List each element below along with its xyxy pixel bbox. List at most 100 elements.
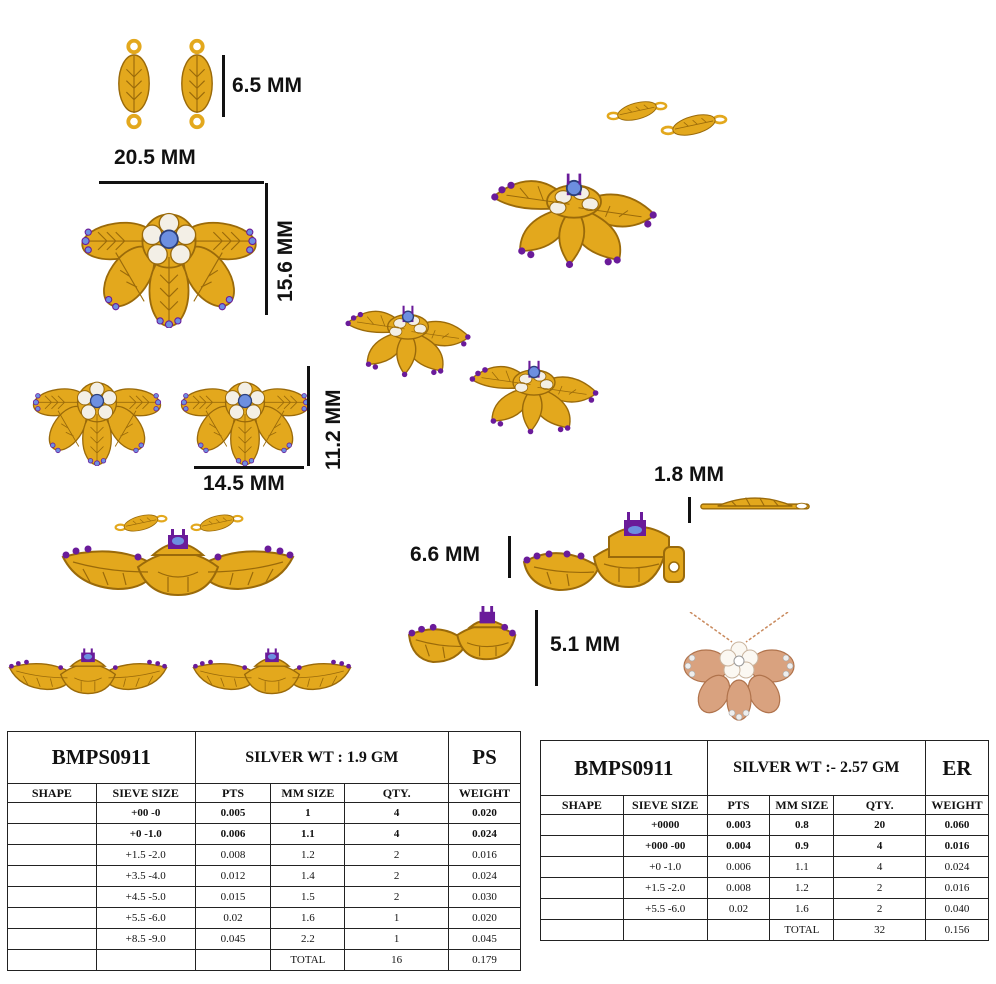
flower-perspective-large-image: [484, 160, 664, 270]
table-cell: 0.045: [448, 928, 521, 950]
table-cell: [540, 835, 624, 857]
table-cell: 0.156: [924, 919, 990, 941]
table-cell: 0.006: [194, 823, 272, 845]
leaf-perspective-right-image: [660, 104, 728, 146]
flower-side-view-large-image: [58, 526, 298, 598]
table-cell: 0.016: [448, 844, 521, 866]
dim-line-6-6: [508, 536, 511, 578]
table-er-header-cell: PTS: [706, 795, 771, 815]
flower-side-view-small-left-image: [6, 640, 170, 702]
table-cell: 1: [344, 907, 450, 929]
table-cell: 0.030: [448, 886, 521, 908]
table-cell: 2.2: [270, 928, 346, 950]
table-cell: 20: [833, 814, 926, 836]
table-cell: +4.5 -5.0: [95, 886, 196, 908]
table-cell: 2: [833, 877, 926, 899]
table-cell: [540, 898, 624, 920]
table-cell: [7, 865, 97, 887]
flower-half-side-view-image: [518, 512, 690, 592]
table-er-header-cell: QTY.: [833, 795, 926, 815]
table-cell: 0.008: [706, 877, 771, 899]
table-ps-header-cell: PTS: [194, 783, 272, 803]
table-cell: [7, 907, 97, 929]
table-cell: +0 -1.0: [622, 856, 708, 878]
leaf-flat-side-image: [696, 492, 814, 520]
table-cell: 0.024: [448, 865, 521, 887]
table-ps-header-row: SHAPE SIEVE SIZE PTS MM SIZE QTY. WEIGHT: [7, 783, 521, 803]
dim-line-6-5: [222, 55, 225, 117]
table-cell: [95, 949, 196, 971]
flower-side-view-small-right-image: [190, 640, 354, 702]
table-cell: 2: [833, 898, 926, 920]
table-cell: TOTAL: [270, 949, 346, 971]
dim-6-5-label: 6.5 MM: [232, 74, 303, 97]
table-cell: 4: [833, 835, 926, 857]
table-cell: 0.016: [924, 877, 990, 899]
table-er-header-cell: WEIGHT: [924, 795, 990, 815]
table-cell: 0.060: [924, 814, 990, 836]
pendant-render-image: [683, 612, 795, 721]
table-cell: 0.006: [706, 856, 771, 878]
table-cell: 0.012: [194, 865, 272, 887]
table-ps-product-type: PS: [448, 731, 521, 784]
table-cell: +0000: [622, 814, 708, 836]
leaf-drop-right-image: [178, 38, 216, 130]
dim-line-5-1: [535, 610, 538, 686]
table-er-header-row: SHAPE SIEVE SIZE PTS MM SIZE QTY. WEIGHT: [540, 795, 990, 815]
table-cell: [7, 949, 97, 971]
stone-table-ps: BMPS0911 SILVER WT : 1.9 GM PS SHAPE SIE…: [7, 731, 521, 971]
table-cell: 2: [344, 844, 450, 866]
flower-top-view-small-left-image: [30, 362, 164, 466]
flower-top-view-small-right-image: [178, 362, 312, 466]
table-cell: 16: [344, 949, 450, 971]
table-cell: 4: [344, 823, 450, 845]
table-cell: [540, 856, 624, 878]
dim-11-2-label: 11.2 MM: [322, 389, 345, 470]
table-cell: 0.005: [194, 802, 272, 824]
table-cell: 0.02: [706, 898, 771, 920]
table-cell: [7, 844, 97, 866]
table-cell: [7, 886, 97, 908]
table-cell: 0.015: [194, 886, 272, 908]
table-cell: [194, 949, 272, 971]
flower-perspective-small-left-image: [340, 296, 476, 378]
table-cell: 0.004: [706, 835, 771, 857]
table-cell: 1.2: [769, 877, 835, 899]
dim-5-1-label: 5.1 MM: [550, 633, 621, 656]
table-cell: +8.5 -9.0: [95, 928, 196, 950]
table-cell: +1.5 -2.0: [95, 844, 196, 866]
table-cell: +000 -00: [622, 835, 708, 857]
table-cell: 32: [833, 919, 926, 941]
table-ps-header-cell: QTY.: [344, 783, 450, 803]
table-cell: 0.179: [448, 949, 521, 971]
stone-table-er: BMPS0911 SILVER WT :- 2.57 GM ER SHAPE S…: [540, 740, 990, 941]
dim-15-6-label: 15.6 MM: [274, 220, 297, 302]
table-cell: 0.045: [194, 928, 272, 950]
table-cell: [540, 877, 624, 899]
table-cell: 0.016: [924, 835, 990, 857]
table-cell: +00 -0: [95, 802, 196, 824]
table-cell: [7, 802, 97, 824]
table-cell: [540, 814, 624, 836]
table-ps-header-cell: SHAPE: [7, 783, 97, 803]
dim-line-15-6: [265, 183, 268, 315]
table-cell: 1: [344, 928, 450, 950]
table-cell: 1.1: [270, 823, 346, 845]
table-cell: 1.6: [769, 898, 835, 920]
table-cell: [540, 919, 624, 941]
table-cell: 0.9: [769, 835, 835, 857]
table-cell: 4: [344, 802, 450, 824]
table-er-design-code: BMPS0911: [540, 740, 708, 796]
table-ps-header-cell: SIEVE SIZE: [95, 783, 196, 803]
table-cell: 0.02: [194, 907, 272, 929]
table-er-silver-weight: SILVER WT :- 2.57 GM: [706, 740, 926, 796]
table-cell: 1.1: [769, 856, 835, 878]
dim-line-20-5: [99, 181, 264, 184]
table-ps-header-cell: MM SIZE: [270, 783, 346, 803]
